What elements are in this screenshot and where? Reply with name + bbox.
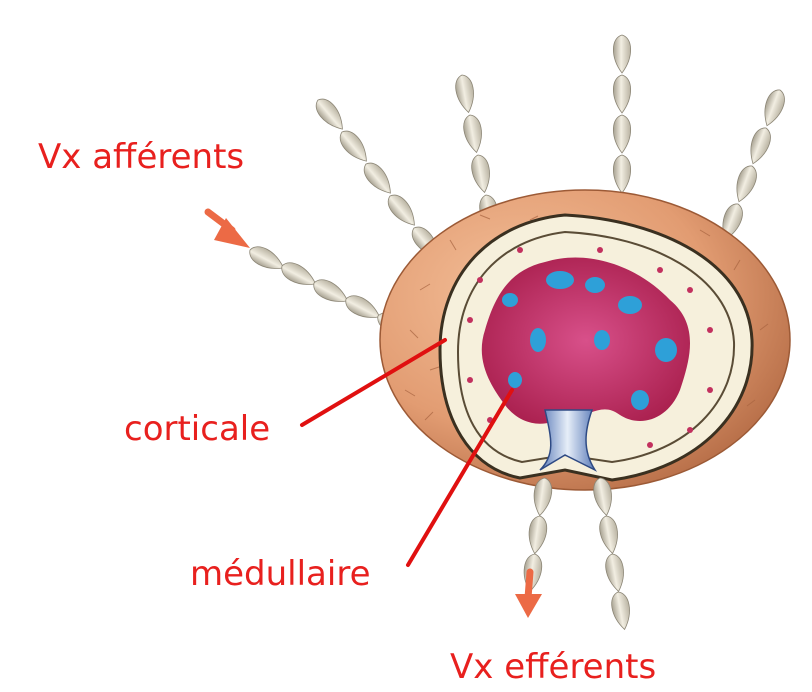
afferent-flow-arrow: [208, 212, 250, 248]
efferent-vessel: [592, 477, 634, 631]
efferent-vessels: [521, 477, 633, 631]
medullaire-label: médullaire: [190, 557, 371, 591]
efferent-vessels-label: Vx efférents: [450, 650, 656, 684]
efferent-vessel: [521, 477, 553, 593]
afferent-vessel: [311, 94, 445, 262]
afferent-vessels-label: Vx afférents: [38, 140, 244, 174]
corticale-label: corticale: [124, 412, 270, 446]
